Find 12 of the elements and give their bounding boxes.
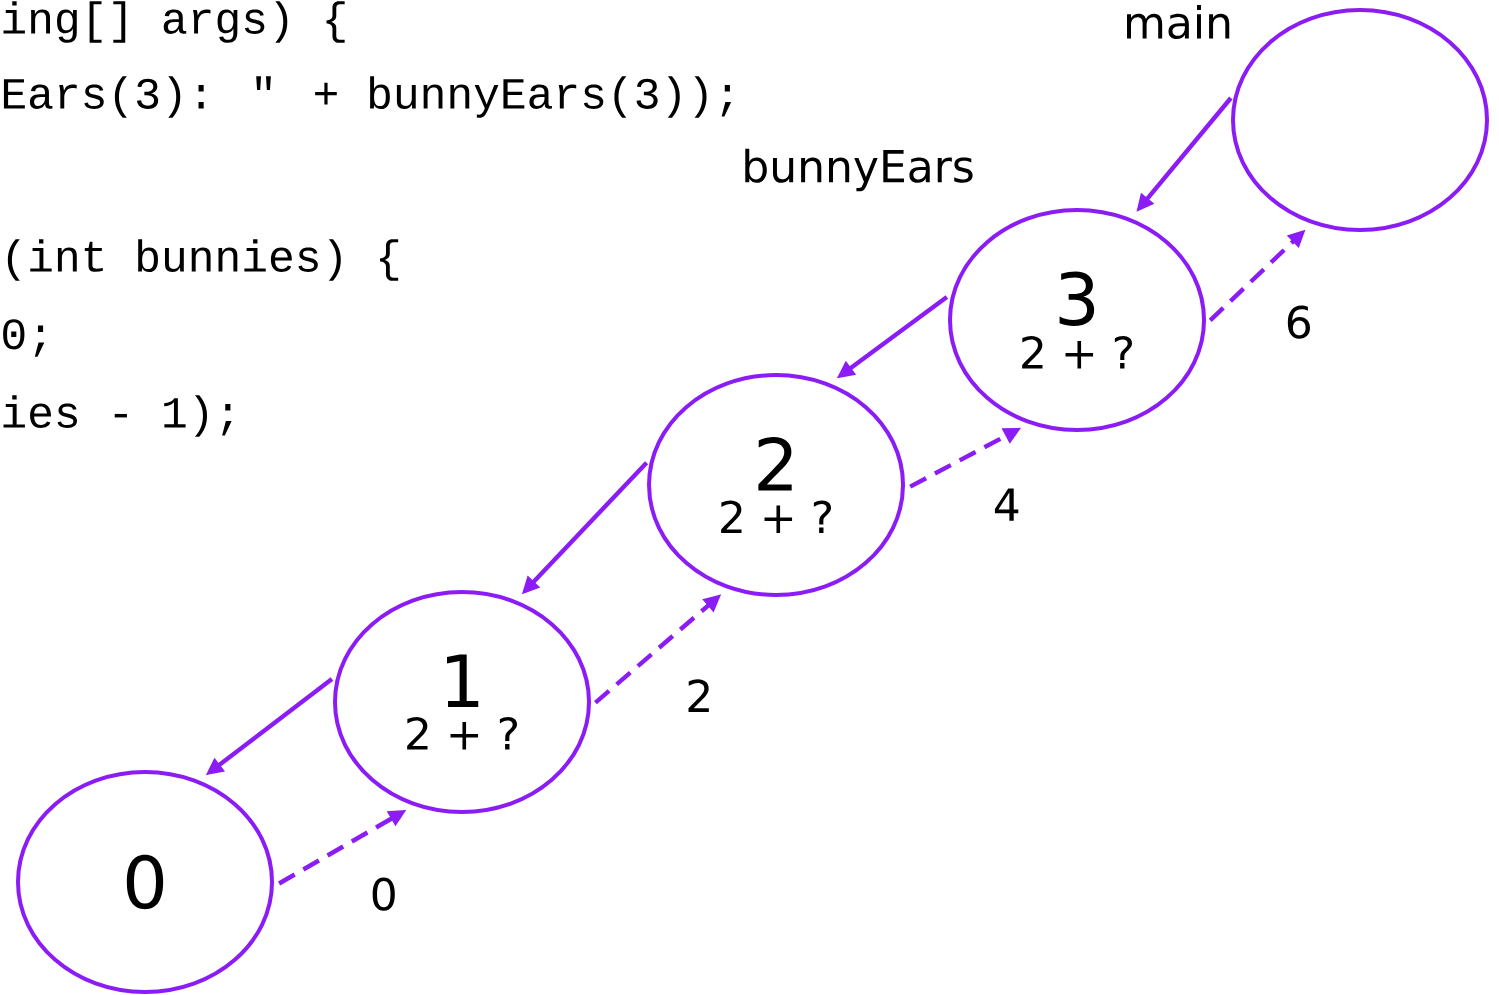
frame-label: bunnyEars bbox=[745, 148, 973, 192]
frame-label: main bbox=[1127, 4, 1230, 40]
empty-circle bbox=[1231, 8, 1489, 232]
code-line: ies - 1); bbox=[3, 395, 232, 437]
code-line: ing[] args) { bbox=[3, 1, 345, 43]
edge-label: 0 bbox=[372, 877, 395, 911]
edge-label: 2 bbox=[688, 679, 709, 712]
code-line: (int bunnies) { bbox=[7, 239, 399, 281]
edge-label: 4 bbox=[994, 488, 1019, 521]
edge-label: 6 bbox=[1287, 305, 1310, 339]
code-line: 0; bbox=[3, 319, 45, 357]
code-line: Ears(3): " + bunnyEars(3)); bbox=[3, 76, 732, 118]
